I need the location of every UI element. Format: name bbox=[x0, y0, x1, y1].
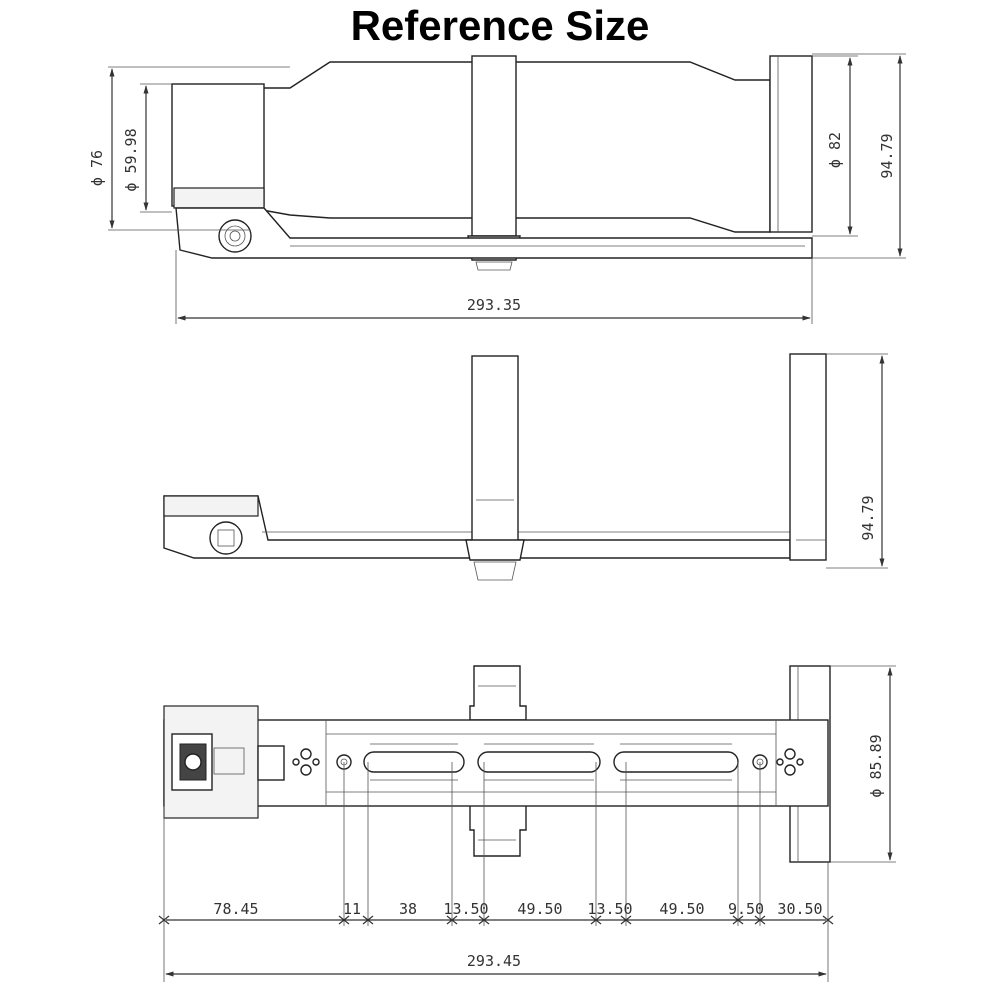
segment-tick bbox=[478, 915, 490, 925]
bottom-strap-top bbox=[469, 665, 527, 721]
seg-9-50: 9.50 bbox=[728, 900, 764, 918]
segment-tick bbox=[362, 915, 374, 925]
seg-30-50: 30.50 bbox=[777, 900, 822, 918]
segment-tick bbox=[590, 915, 602, 925]
tube-right-ring bbox=[769, 55, 813, 233]
seg-13-50-b: 13.50 bbox=[587, 900, 632, 918]
seg-49-50-b: 49.50 bbox=[659, 900, 704, 918]
bottom-view: 78.45 11 38 13.50 49.50 13.50 49.50 9.50… bbox=[158, 665, 896, 982]
segment-tick bbox=[338, 915, 350, 925]
bottom-rail bbox=[175, 207, 813, 259]
segment-tick bbox=[732, 915, 744, 925]
dim-height-side: 94.79 bbox=[859, 495, 877, 540]
tube-left-clamp bbox=[173, 187, 265, 209]
dim-height-top: 94.79 bbox=[878, 133, 896, 178]
dim-diameter-59-98: ϕ 59.98 bbox=[122, 128, 140, 191]
seg-38: 38 bbox=[399, 900, 417, 918]
side-view: 94.79 bbox=[163, 353, 888, 581]
side-right-upright bbox=[789, 353, 827, 561]
dim-diameter-85-89: ϕ 85.89 bbox=[867, 734, 885, 797]
dim-diameter-82: ϕ 82 bbox=[826, 132, 844, 168]
segment-tick bbox=[822, 915, 834, 925]
side-head bbox=[163, 495, 259, 517]
seg-13-50-a: 13.50 bbox=[443, 900, 488, 918]
dim-length-top: 293.35 bbox=[467, 296, 521, 314]
segment-tick bbox=[446, 915, 458, 925]
tube-left-cap bbox=[171, 83, 265, 207]
seg-11: 11 bbox=[343, 900, 361, 918]
knob bbox=[218, 219, 252, 253]
segment-tick bbox=[754, 915, 766, 925]
seg-49-50-a: 49.50 bbox=[517, 900, 562, 918]
bottom-strap-bottom bbox=[469, 799, 527, 857]
side-strap bbox=[471, 355, 519, 557]
side-knob bbox=[209, 521, 243, 555]
slot-2 bbox=[477, 751, 601, 773]
slot-1 bbox=[363, 751, 465, 773]
seg-78-45: 78.45 bbox=[213, 900, 258, 918]
segment-tick bbox=[158, 915, 170, 925]
slot-3 bbox=[613, 751, 739, 773]
segment-tick bbox=[620, 915, 632, 925]
dim-total-bottom: 293.45 bbox=[467, 952, 521, 970]
strap bbox=[471, 55, 517, 237]
page-title: Reference Size bbox=[350, 2, 650, 49]
top-view: ϕ 76 ϕ 59.98 ϕ 82 94.79 293.35 bbox=[88, 53, 906, 324]
dim-diameter-76: ϕ 76 bbox=[88, 150, 106, 186]
